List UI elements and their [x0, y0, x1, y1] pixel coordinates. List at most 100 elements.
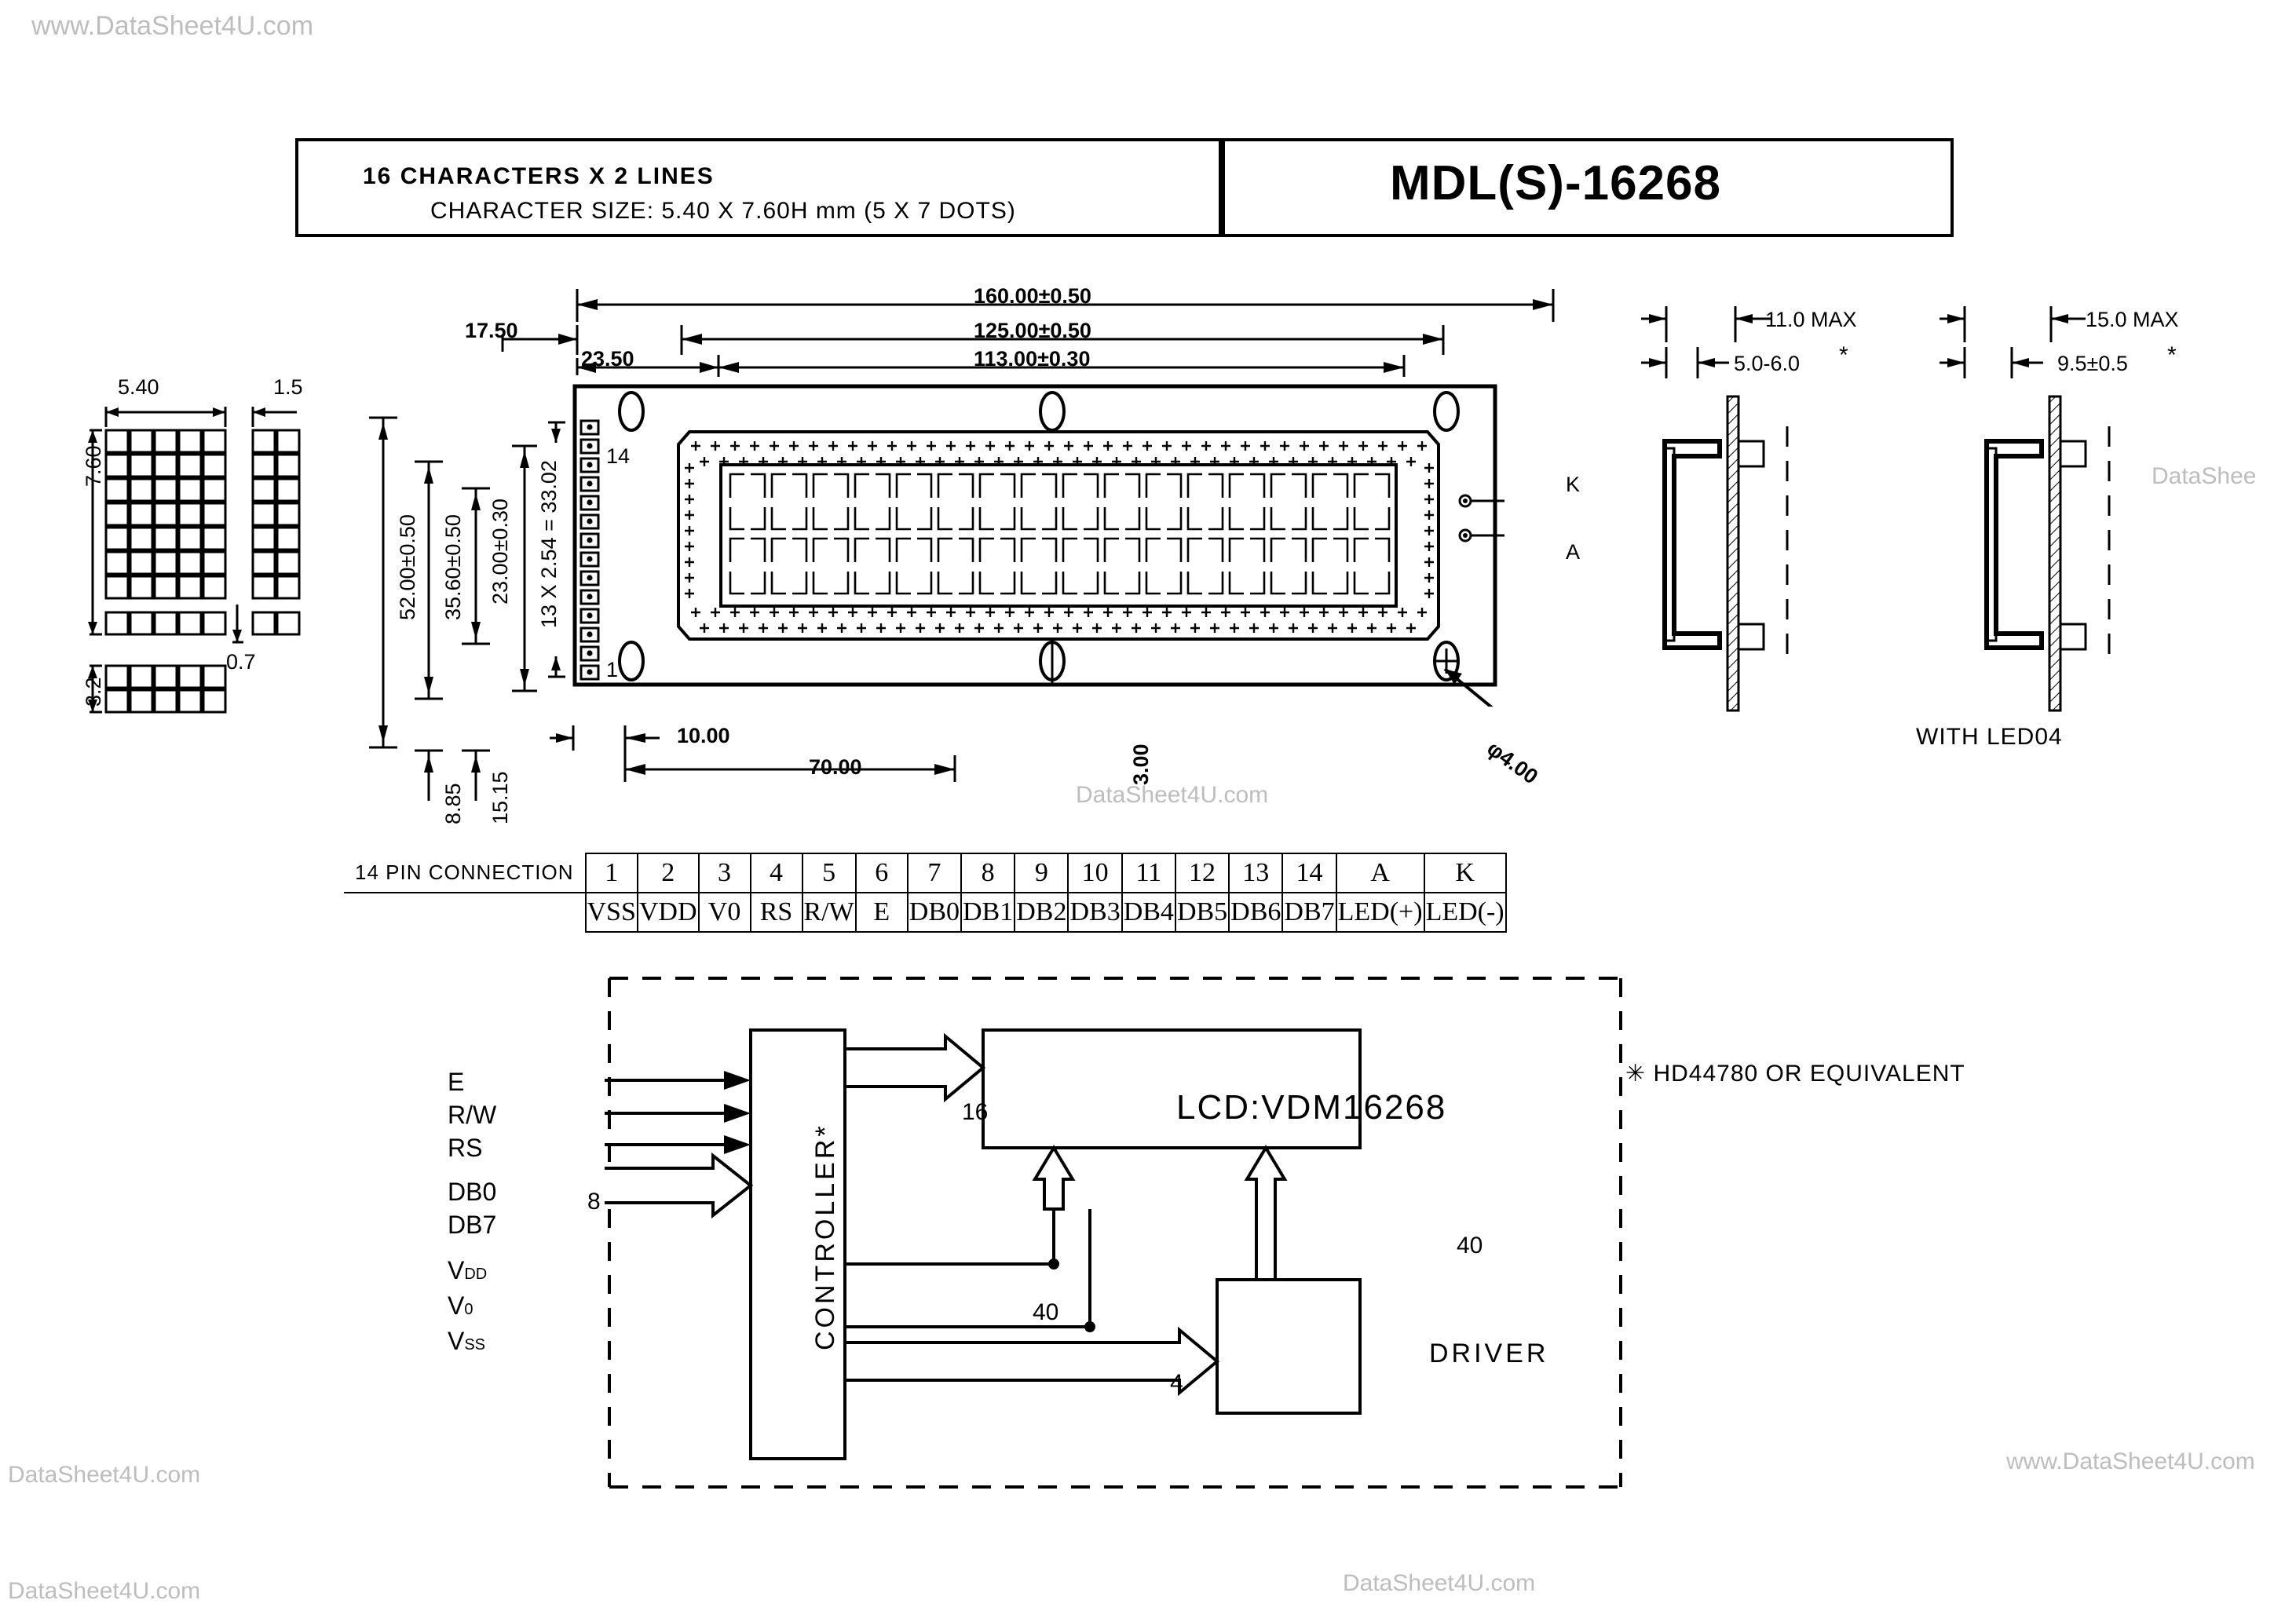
- pin-signal: LED(-): [1423, 892, 1507, 933]
- char-dotwidth-dim: 1.5: [273, 375, 303, 399]
- signal-label-e: E: [448, 1068, 465, 1096]
- hole-span-dim: 70.00: [809, 755, 862, 779]
- part-number: MDL(S)-16268: [1390, 156, 1721, 210]
- side-depth-nom-1: 5.0-6.0: [1734, 352, 1801, 375]
- pin-table-empty: [344, 892, 587, 932]
- pin-signal: DB4: [1121, 892, 1176, 933]
- lcd-label: LCD:VDM16268: [1176, 1088, 1447, 1127]
- controller-note: ✳ HD44780 OR EQUIVALENT: [1625, 1061, 1965, 1087]
- overall-height-dim: 52.00±0.50: [396, 514, 419, 620]
- module-outline-drawing: [548, 384, 1504, 707]
- bus-width-40b: 40: [1457, 1233, 1483, 1259]
- watermark: www.DataSheet4U.com: [31, 11, 314, 41]
- viewing-width-dim: 125.00±0.50: [974, 319, 1091, 342]
- pin-signal: DB3: [1067, 892, 1123, 933]
- active-height-dim: 23.00±0.30: [488, 499, 512, 605]
- watermark: www.DataSheet4U.com: [2006, 1448, 2255, 1474]
- header-line1: 16 CHARACTERS X 2 LINES: [363, 163, 715, 189]
- pin-signal: DB1: [960, 892, 1016, 933]
- signal-label-db7: DB7: [448, 1211, 497, 1239]
- bus-width-4: 4: [1170, 1370, 1183, 1396]
- pin-number: 11: [1121, 853, 1176, 893]
- controller-label: CONTROLLER*: [810, 1123, 840, 1350]
- watermark: DataShee: [2152, 463, 2257, 489]
- bottom-offset-1-dim: 8.85: [441, 783, 465, 824]
- side-view-dims: [1641, 306, 2086, 378]
- left-offset-dim: 17.50: [465, 319, 518, 342]
- hole-dia-dim: φ4.00: [1483, 736, 1543, 789]
- side-view-b: [1984, 395, 2111, 712]
- pin-number: 4: [749, 853, 803, 893]
- bus-width-16: 16: [962, 1099, 989, 1125]
- pin-signal: DB2: [1014, 892, 1069, 933]
- pin-signal: R/W: [801, 892, 857, 933]
- pin-signal: DB5: [1174, 892, 1230, 933]
- pin-connection-table: 14 PIN CONNECTION 1 2 3 4 5 6 7 8 9 10 1…: [344, 853, 1507, 933]
- side-view-a: [1662, 395, 1789, 712]
- pin-number: 1: [584, 853, 638, 893]
- v0-base: V: [448, 1291, 465, 1320]
- side-depth-nom-2: 9.5±0.5: [2057, 352, 2128, 375]
- pin-table-label: 14 PIN CONNECTION: [344, 853, 587, 893]
- bus-width-40a: 40: [1033, 1299, 1059, 1325]
- signal-label-vdd: VDD: [448, 1256, 487, 1285]
- char-rowheight-dim: 3.2: [82, 677, 105, 707]
- pin-number: 6: [854, 853, 909, 893]
- bus-width-8: 8: [587, 1189, 601, 1215]
- header-line2: CHARACTER SIZE: 5.40 X 7.60H mm (5 X 7 D…: [430, 198, 1016, 224]
- driver-label: DRIVER: [1429, 1339, 1549, 1368]
- side-depth-nom-2-asterisk: *: [2167, 342, 2177, 368]
- signal-label-db0: DB0: [448, 1178, 497, 1206]
- left-inset-dim: 23.50: [581, 347, 634, 371]
- pin-number: 7: [906, 853, 963, 893]
- led-k-label: K: [1566, 473, 1581, 496]
- signal-label-v0: V0: [448, 1291, 473, 1321]
- pin-signal: DB6: [1228, 892, 1284, 933]
- pin-signal: RS: [749, 892, 803, 933]
- led-a-label: A: [1566, 540, 1581, 564]
- pin-signal: VDD: [636, 892, 700, 933]
- vdd-base: V: [448, 1256, 465, 1284]
- pin-signal: LED(+): [1335, 892, 1425, 933]
- signal-label-rs: RS: [448, 1134, 483, 1162]
- character-cell-detail: [88, 407, 301, 714]
- outline-vertical-dims: [369, 416, 537, 801]
- viewing-height-dim: 35.60±0.50: [441, 514, 465, 620]
- pin-signal: V0: [697, 892, 751, 933]
- vdd-sub: DD: [464, 1266, 488, 1283]
- pin-number: A: [1335, 853, 1425, 893]
- pin-signal: DB0: [906, 892, 963, 933]
- side-depth-nom-1-asterisk: *: [1839, 342, 1848, 368]
- active-width-dim: 113.00±0.30: [974, 347, 1091, 371]
- vss-sub: SS: [464, 1336, 486, 1353]
- char-height-dim: 7.60: [82, 445, 105, 487]
- pin-1-label: 1: [606, 658, 619, 681]
- watermark: DataSheet4U.com: [1343, 1570, 1536, 1596]
- outline-top-dims: [501, 289, 1555, 377]
- pin-14-label: 14: [606, 444, 631, 468]
- pin-number: 10: [1067, 853, 1123, 893]
- table-row-signals: VSS VDD V0 RS R/W E DB0 DB1 DB2 DB3 DB4 …: [344, 892, 1507, 933]
- header-spec-box: [295, 138, 1222, 237]
- pin-number: 2: [636, 853, 700, 893]
- outline-bottom-dims: [550, 725, 956, 782]
- header-partno-box: [1222, 138, 1954, 237]
- pin-number: 12: [1174, 853, 1230, 893]
- char-dotgap-dim: 0.7: [226, 650, 256, 674]
- block-diagram: [605, 977, 1622, 1489]
- pin-number: 14: [1281, 853, 1337, 893]
- pin-number: K: [1423, 853, 1507, 893]
- signal-label-vss: VSS: [448, 1327, 485, 1356]
- pin-number: 13: [1228, 853, 1284, 893]
- hole-y-dim: 3.00: [1129, 743, 1153, 785]
- side-view-caption: WITH LED04: [1916, 724, 2063, 750]
- table-row-pins: 14 PIN CONNECTION 1 2 3 4 5 6 7 8 9 10 1…: [344, 853, 1507, 893]
- pin-number: 5: [801, 853, 857, 893]
- pin-signal: VSS: [584, 892, 638, 933]
- watermark: DataSheet4U.com: [8, 1578, 201, 1604]
- side-depth-max-2: 15.0 MAX: [2086, 308, 2179, 331]
- bottom-offset-2-dim: 15.15: [488, 771, 512, 824]
- pin-signal: DB7: [1281, 892, 1337, 933]
- char-width-dim: 5.40: [118, 375, 159, 399]
- overall-width-dim: 160.00±0.50: [974, 284, 1091, 308]
